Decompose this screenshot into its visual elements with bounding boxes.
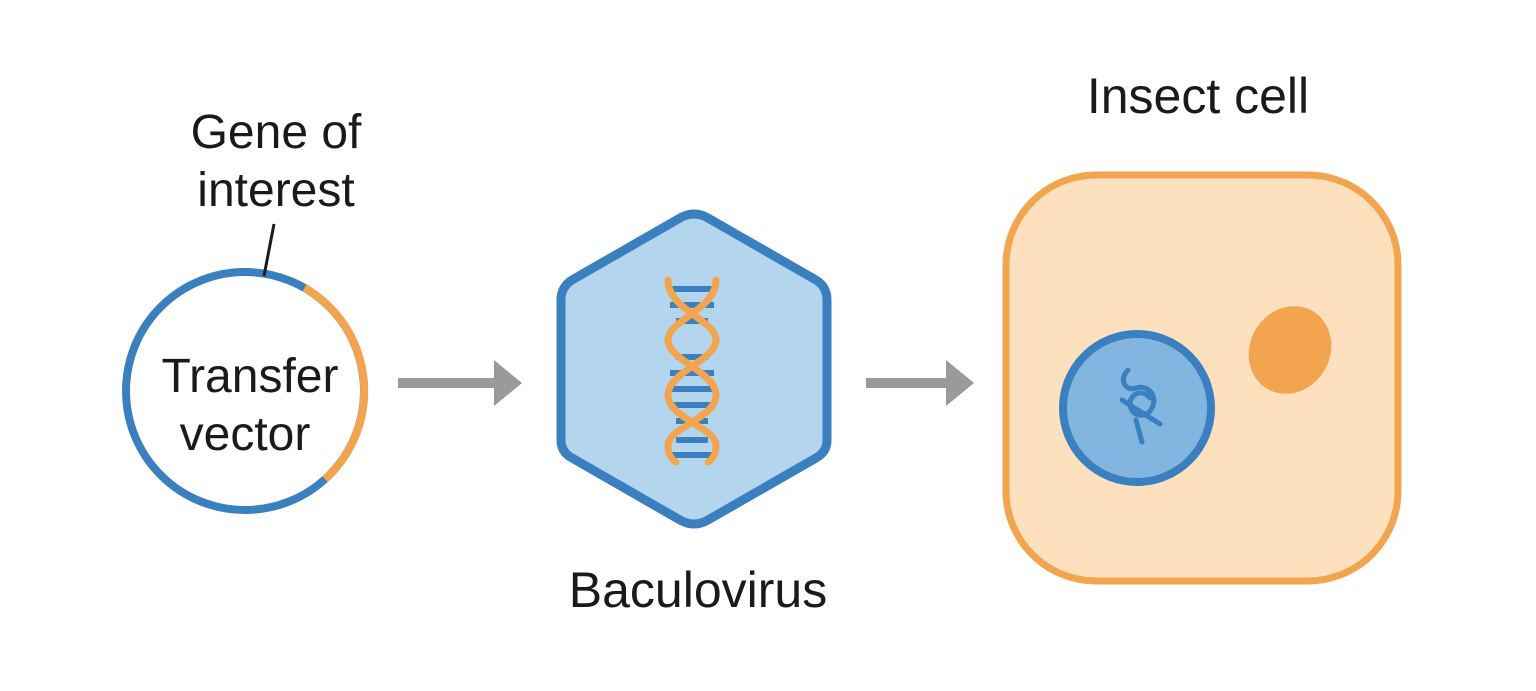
arrow-right-icon [398,360,522,406]
arrow-head [946,360,974,406]
arrow-shaft [398,378,498,388]
gene-label-line1: Gene of [191,106,362,159]
arrow-head [494,360,522,406]
nucleus-icon [1059,330,1215,486]
plasmid-center-label-line1: Transfer [162,350,339,403]
plasmid-center-label-line2: vector [180,408,311,461]
arrow-right-icon [866,360,974,406]
nucleus-dna-squiggle [1119,367,1163,445]
plasmid-icon: Transfer vector [122,223,369,514]
gene-pointer-line [262,223,276,277]
organelle-icon [1248,306,1332,394]
gene-label-line2: interest [197,164,354,217]
gene-segment [302,284,369,483]
dna-backbone-b [664,276,720,466]
cell-label: Insect cell [1087,68,1309,124]
arrow-shaft [866,378,952,388]
dna-helix-icon [664,276,720,466]
dna-backbone-a [664,276,720,466]
virus-label: Baculovirus [569,562,827,618]
insect-cell-icon [1002,171,1402,585]
